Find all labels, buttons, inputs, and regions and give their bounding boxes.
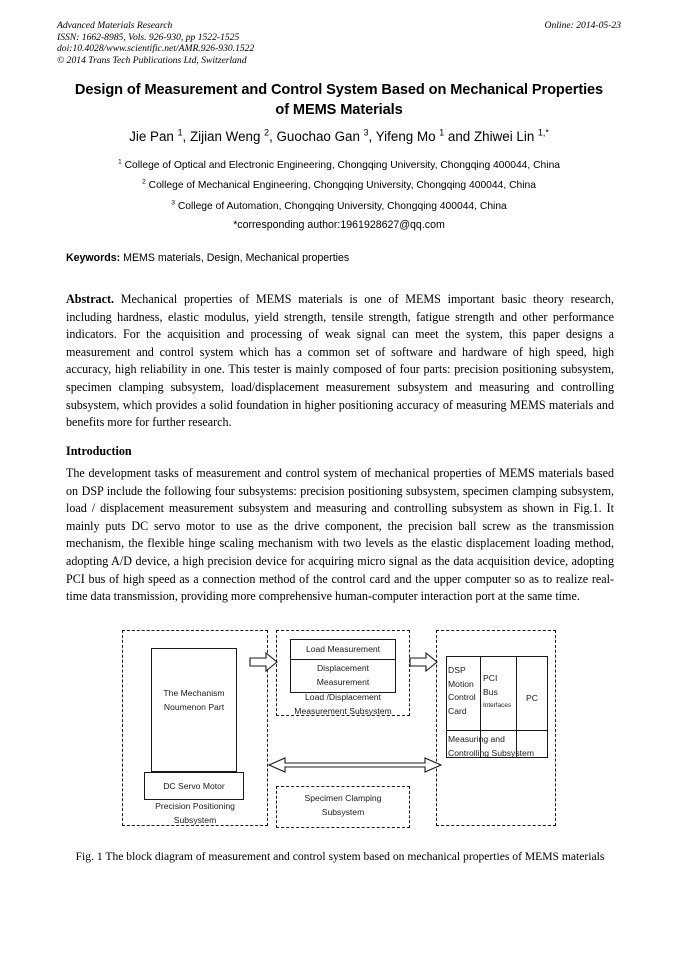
author-name-3: Guochao Gan	[276, 129, 364, 144]
pci-bus-text: PCI Bus	[483, 673, 498, 697]
dc-servo-motor-label: DC Servo Motor	[163, 781, 225, 791]
author-list: Jie Pan 1, Zijian Weng 2, Guochao Gan 3,…	[58, 128, 620, 146]
mcs-bottom-divider	[446, 730, 548, 731]
affiliation-list: 1 College of Optical and Electronic Engi…	[44, 156, 634, 217]
author-affil-marker-1: 1	[177, 127, 183, 138]
abstract-paragraph: Abstract. Mechanical properties of MEMS …	[66, 291, 614, 432]
dsp-motion-control-card-label: DSP Motion Control Card	[448, 665, 476, 716]
affiliation-marker-1: 1	[117, 158, 122, 166]
displacement-measurement-label: Displacement Measurement	[316, 663, 370, 687]
author-affil-marker-4: 1	[439, 127, 445, 138]
author-name-4: Yifeng Mo	[375, 129, 440, 144]
abstract-label: Abstract.	[66, 292, 115, 306]
affiliation-text-2: College of Mechanical Engineering, Chong…	[145, 180, 536, 192]
load-displacement-subsystem-label: Load /Displacement Measurement Subsystem	[294, 692, 392, 716]
mcs-column-divider-2	[516, 656, 517, 758]
figure-1-canvas: The Mechanism Noumenon Part DC Servo Mot…	[118, 628, 560, 833]
doi-line: doi:10.4028/www.scientific.net/AMR.926-9…	[57, 43, 255, 55]
page-title: Design of Measurement and Control System…	[74, 82, 604, 118]
author-name-1: Jie Pan	[129, 129, 178, 144]
author-name-5: Zhiwei Lin	[473, 129, 538, 144]
load-displacement-subsystem-container	[276, 630, 410, 716]
author-affil-marker-3: 3	[363, 127, 369, 138]
figure-1-caption: Fig. 1 The block diagram of measurement …	[75, 850, 605, 863]
load-measurement-label: Load Measurement	[305, 644, 381, 654]
measurement-box	[290, 639, 396, 693]
affiliation-1: 1 College of Optical and Electronic Engi…	[44, 156, 634, 176]
abstract-body: Mechanical properties of MEMS materials …	[66, 292, 614, 430]
online-date: Online: 2014-05-23	[544, 20, 621, 31]
author-affil-marker-2: 2	[264, 127, 270, 138]
precision-positioning-subsystem-container	[122, 630, 268, 826]
keywords-label: Keywords:	[66, 252, 121, 264]
measuring-controlling-subsystem-container	[436, 630, 556, 826]
pci-interfaces-text: Interfaces	[483, 702, 512, 710]
mcs-column-divider-1	[480, 656, 481, 758]
affiliation-marker-3: 3	[171, 199, 175, 207]
mechanism-noumenon-part-label: The Mechanism Noumenon Part	[163, 688, 225, 712]
copyright-line: © 2014 Trans Tech Publications Ltd, Swit…	[57, 54, 247, 66]
affiliation-text-3: College of Automation, Chongqing Univers…	[174, 200, 507, 212]
measuring-controlling-box	[446, 656, 548, 758]
specimen-clamping-subsystem-label: Specimen Clamping Subsystem	[304, 793, 382, 817]
author-name-2: Zijian Weng	[189, 129, 265, 144]
corresponding-author-email: *corresponding author:1961928627@qq.com	[233, 219, 445, 231]
measurement-box-divider	[290, 659, 396, 660]
affiliation-marker-2: 2	[142, 178, 146, 186]
precision-positioning-subsystem-label: Precision Positioning Subsystem	[155, 801, 235, 825]
affiliation-text-1: College of Optical and Electronic Engine…	[121, 160, 561, 171]
author-affil-marker-5: 1,*	[538, 127, 549, 138]
author-sep-3: ,	[368, 129, 376, 144]
introduction-paragraph: The development tasks of measurement and…	[66, 466, 614, 604]
author-sep-1: ,	[182, 129, 190, 144]
keywords-value: MEMS materials, Design, Mechanical prope…	[120, 252, 350, 264]
specimen-clamping-subsystem-container	[276, 786, 410, 828]
affiliation-3: 3 College of Automation, Chongqing Unive…	[44, 197, 634, 217]
mechanism-noumenon-part-box	[151, 648, 237, 772]
journal-name: Advanced Materials Research	[57, 20, 173, 31]
dc-servo-motor-box	[144, 772, 244, 800]
arrow-bidirectional-icon	[267, 757, 443, 773]
keywords-line: Keywords: MEMS materials, Design, Mechan…	[66, 252, 614, 264]
journal-row: Advanced Materials Research Online: 2014…	[57, 20, 621, 32]
author-sep-2: ,	[269, 129, 277, 144]
masthead: Advanced Materials Research Online: 2014…	[57, 20, 621, 66]
section-heading-introduction: Introduction	[66, 444, 132, 458]
affiliation-2: 2 College of Mechanical Engineering, Cho…	[44, 176, 634, 196]
author-sep-4: and	[444, 129, 474, 144]
figure-1: The Mechanism Noumenon Part DC Servo Mot…	[0, 628, 678, 833]
pc-label: PC	[526, 693, 538, 703]
measuring-controlling-subsystem-label: Measuring and Controlling Subsystem	[448, 734, 534, 758]
issn-line: ISSN: 1662-8985, Vols. 926-930, pp 1522-…	[57, 31, 240, 43]
arrow-right-icon-2	[409, 651, 438, 673]
arrow-right-icon-1	[249, 651, 278, 673]
